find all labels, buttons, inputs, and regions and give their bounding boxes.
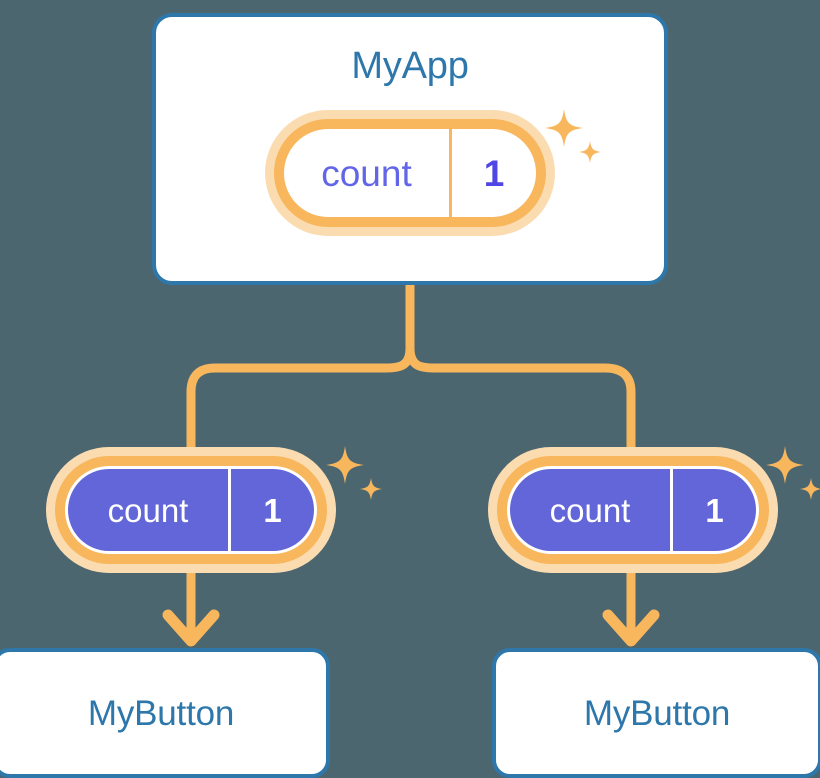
sparkle-icon-small [360,478,382,500]
pill-face: count 1 [510,469,756,551]
state-key-label: count [107,491,189,529]
state-value-label: 1 [263,491,282,529]
sparkle-icon-small [800,478,820,500]
state-key-label: count [549,491,631,529]
state-pill-branch-left[interactable]: count 1 [46,447,336,573]
state-value-label: 1 [483,152,505,194]
branch-connector-right [405,347,636,447]
pill-divider [449,129,452,217]
state-pill-myapp[interactable]: count 1 [265,110,555,236]
component-card-mybutton-right[interactable]: MyButton [492,648,820,778]
pill-divider [670,469,673,551]
arrow-down-icon-left [162,573,220,647]
pill-divider [228,469,231,551]
branch-connector-left [186,347,415,447]
card-title-myapp: MyApp [351,45,469,87]
state-key-label: count [321,152,412,194]
pill-inner: count 1 [507,466,759,554]
card-title-mybutton: MyButton [87,693,235,733]
card-title-mybutton: MyButton [583,693,731,733]
pill-inner: count 1 [65,466,317,554]
pill-face: count 1 [68,469,314,551]
component-card-mybutton-left[interactable]: MyButton [0,648,330,778]
state-pill-branch-right[interactable]: count 1 [488,447,778,573]
arrow-down-icon-right [602,573,660,647]
pill-inner: count 1 [284,129,536,217]
state-value-label: 1 [705,491,724,529]
